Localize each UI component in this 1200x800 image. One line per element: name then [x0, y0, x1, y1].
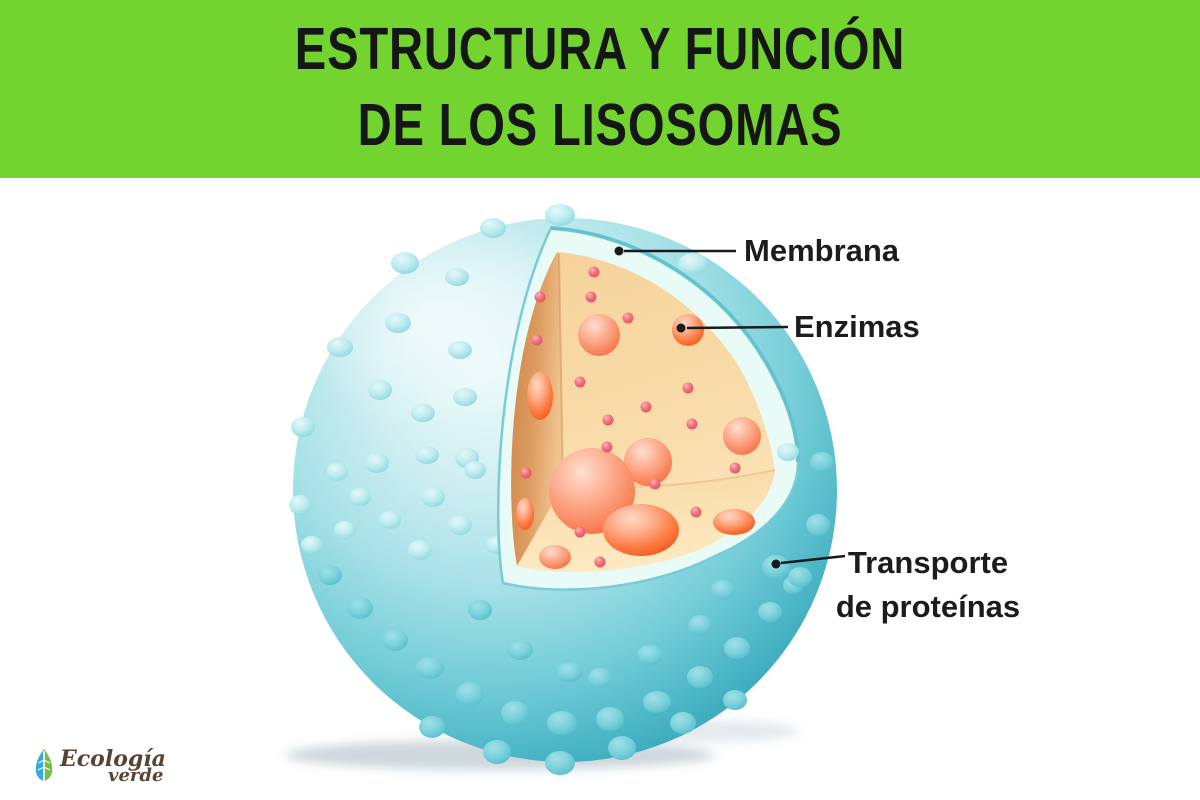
brand-word-bottom: verde — [108, 765, 164, 786]
surface-bumps — [289, 204, 834, 775]
enzyme-dots — [520, 266, 741, 568]
pointer-membrana — [614, 246, 736, 256]
page-title-line2: DE LOS LISOSOMAS — [357, 92, 843, 158]
pointer-dot-transporte — [771, 559, 781, 569]
membrane-rim-line — [550, 226, 800, 463]
title-banner: ESTRUCTURA Y FUNCIÓN DE LOS LISOSOMAS — [0, 0, 1200, 178]
cutaway-section — [497, 226, 800, 591]
label-transporte-line2: de proteínas — [835, 589, 1021, 624]
pointer-transporte — [771, 554, 846, 569]
brand-word-top: Ecología — [60, 746, 166, 772]
pointer-dot-enzimas — [676, 323, 686, 333]
label-pointers — [614, 246, 846, 569]
leaf-icon — [35, 749, 53, 781]
pointer-dot-membrana — [614, 246, 624, 256]
pointer-enzimas — [676, 323, 789, 333]
enzyme-granules — [516, 314, 761, 569]
brand-logo: Ecología verde — [33, 746, 166, 786]
brand-name: Ecología verde — [60, 746, 166, 786]
surface-bumps-over-rim — [678, 253, 799, 461]
label-transporte-line1: Transporte — [847, 545, 1009, 580]
cut-corner-line — [558, 253, 564, 487]
label-membrana: Membrana — [744, 233, 900, 268]
page-title-line1: ESTRUCTURA Y FUNCIÓN — [294, 16, 906, 82]
label-enzimas: Enzimas — [794, 309, 920, 344]
label-transporte: Transporte de proteínas — [830, 541, 1026, 629]
